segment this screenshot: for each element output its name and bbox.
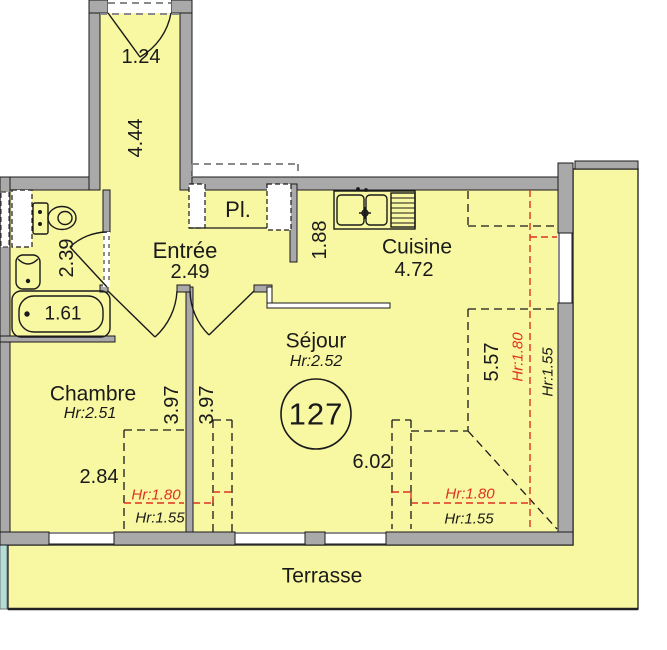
height-180-right-wall: Hr:1.80 (509, 332, 527, 382)
height-155-chambre: Hr:1.55 (135, 509, 185, 527)
sejour-duct-right (391, 419, 412, 529)
bathtub-icon (11, 290, 111, 338)
dim-cuisine: 4.72 (394, 259, 434, 281)
walls (0, 0, 574, 546)
room-label-terrasse: Terrasse (281, 564, 363, 588)
corridor-top-jamb-right (170, 0, 193, 14)
dim-corridor-length: 4.44 (125, 118, 147, 158)
red-line-sejour (392, 491, 530, 504)
fixtures (11, 187, 416, 338)
ceiling-zone-dashes (123, 191, 558, 532)
counter-dashed-zone (467, 191, 557, 227)
dim-cuisine-depth: 1.88 (309, 220, 331, 260)
dim-sejour-depth: 5.57 (481, 342, 503, 382)
height-sejour: Hr:2.52 (289, 353, 343, 370)
bottom-wall-4 (385, 531, 574, 546)
overhang-dashed (191, 163, 299, 177)
corridor-wall-left (88, 0, 101, 191)
dim-chambre-width: 2.84 (79, 466, 119, 488)
corridor-wall-right (179, 0, 193, 191)
bathroom-duct (11, 189, 33, 248)
height-lines-red (124, 190, 557, 528)
chambre-zone (123, 429, 186, 532)
unit-number: 127 (288, 396, 344, 432)
room-label-entree: Entrée (152, 238, 218, 263)
bottom-wall-3 (304, 531, 326, 546)
bathroom-wall-bottom (0, 335, 116, 343)
placard-duct-left (188, 183, 206, 229)
bathroom-door-swing (69, 231, 108, 288)
washbasin-icon (15, 254, 41, 290)
red-line-left-duct (193, 491, 232, 504)
window-chambre (48, 532, 115, 545)
window-sejour-1 (234, 532, 306, 545)
terrace-top-rail (574, 160, 639, 170)
entry-door-swing (107, 12, 172, 58)
room-label-placard: Pl. (225, 197, 251, 222)
window-sejour-2 (324, 532, 387, 545)
dim-length-left: 3.97 (161, 385, 183, 425)
bathroom-wall-right (102, 189, 111, 233)
kitchen-counter-wall (266, 286, 391, 309)
window-right-wall (558, 232, 573, 304)
sejour-duct-left (212, 419, 233, 532)
counter-wall-horizontal (266, 302, 391, 309)
top-wall-east (191, 176, 559, 191)
corridor-entry-gap (108, 0, 171, 13)
doors (69, 12, 255, 338)
unit-number-circle (280, 378, 352, 450)
apartment-fill (10, 190, 558, 532)
dim-entree: 2.49 (170, 261, 210, 283)
corridor-fill (100, 13, 180, 190)
dim-sejour-width: 6.02 (352, 451, 392, 473)
openings (0, 0, 573, 545)
room-fills (10, 13, 558, 532)
dim-bathroom-width: 2.39 (56, 238, 78, 278)
door-center-post (176, 284, 191, 293)
dim-corridor-width: 1.24 (121, 46, 161, 68)
left-wall-duct (0, 191, 10, 248)
height-180-sejour: Hr:1.80 (445, 485, 495, 503)
top-wall-west (0, 176, 90, 191)
terrace-divider (0, 544, 8, 610)
toilet-icon (32, 202, 77, 235)
bathroom-door-gap-dashes (103, 236, 110, 284)
right-wall-upper (557, 162, 574, 234)
dim-length-right: 3.97 (196, 385, 218, 425)
right-wall-lower (557, 302, 574, 546)
height-155-sejour: Hr:1.55 (444, 510, 494, 528)
kitchen-sink-icon (333, 187, 416, 230)
height-chambre: Hr:2.51 (63, 405, 117, 422)
height-155-right-wall: Hr:1.55 (539, 347, 557, 397)
chambre-sejour-partition (185, 286, 194, 533)
room-label-sejour: Séjour (285, 329, 347, 353)
bottom-wall-1 (0, 531, 50, 546)
room-label-cuisine: Cuisine (381, 235, 453, 259)
sejour-right-zone (411, 308, 558, 530)
height-180-chambre: Hr:1.80 (131, 486, 181, 504)
bottom-wall-2 (113, 531, 236, 546)
counter-wall-vertical (266, 286, 273, 306)
placard-duct-right (266, 183, 292, 231)
sejour-door-swing (189, 290, 255, 336)
dim-bathtub: 1.61 (44, 303, 82, 325)
room-label-chambre: Chambre (49, 382, 137, 406)
bathroom-door-gap (103, 232, 110, 287)
chambre-door-swing (107, 290, 178, 338)
corridor-top-jamb-left (88, 0, 109, 14)
